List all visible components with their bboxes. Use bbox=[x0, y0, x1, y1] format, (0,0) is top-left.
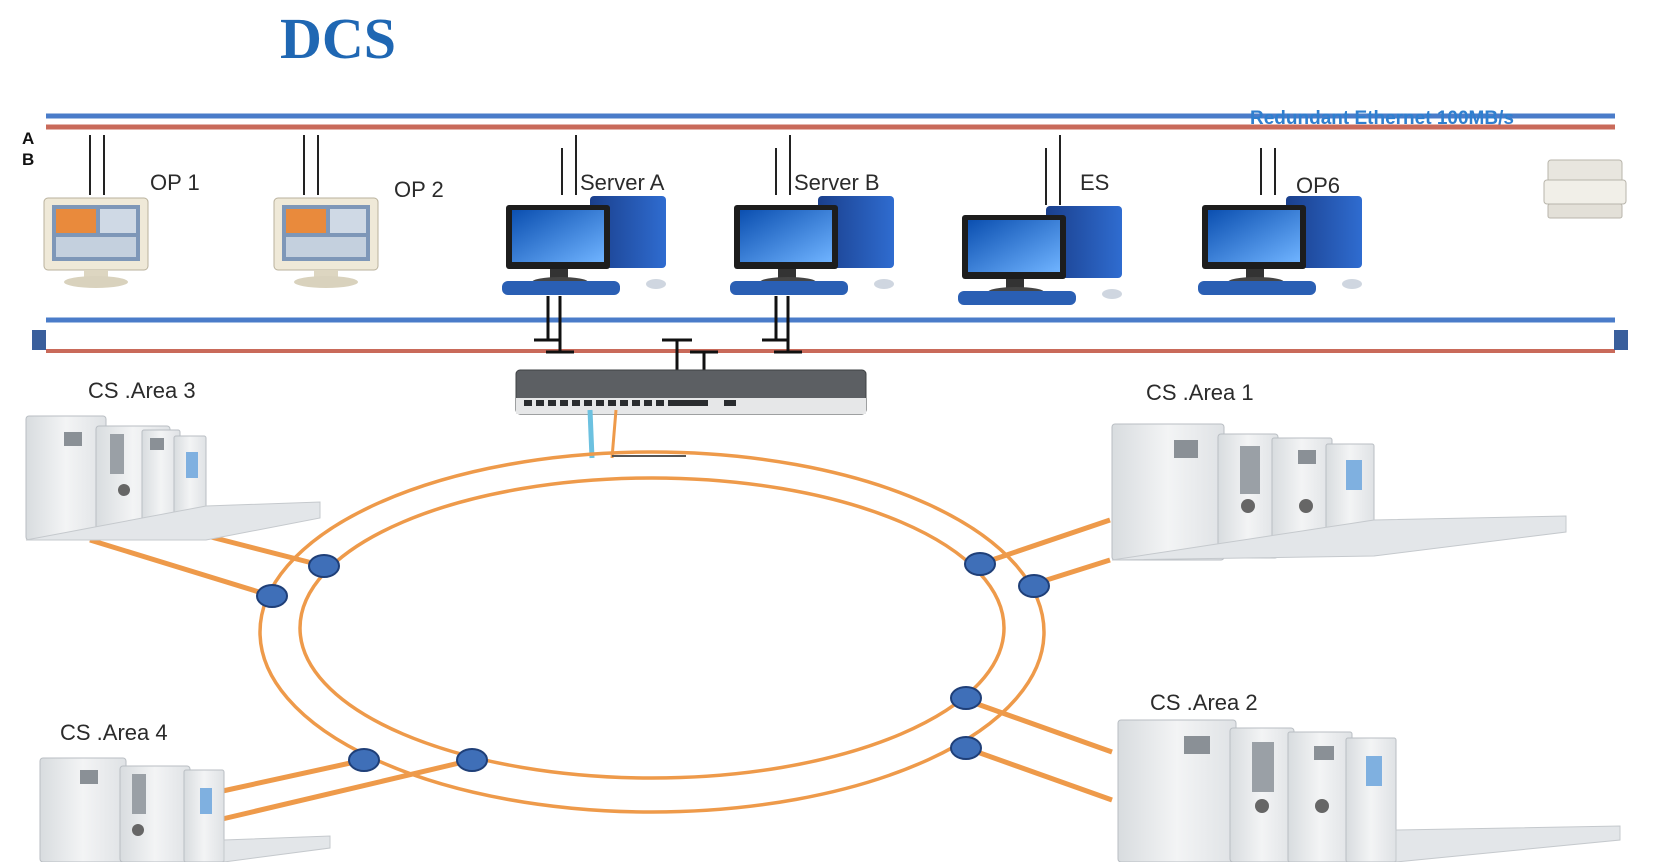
diagram-title: DCS bbox=[280, 6, 396, 71]
area1-label: CS .Area 1 bbox=[1146, 380, 1254, 405]
controller-area2 bbox=[1117, 719, 1621, 862]
bus-label-b: B bbox=[22, 150, 34, 169]
op6-workstation bbox=[1198, 196, 1362, 295]
redundant-ring bbox=[258, 450, 1046, 814]
controller-spur-cables bbox=[89, 517, 1113, 823]
server-b-label: Server B bbox=[794, 170, 880, 195]
server-bus-connectors bbox=[534, 296, 802, 372]
switch-ring-cables bbox=[587, 409, 686, 459]
top-redundant-bus bbox=[46, 113, 1615, 130]
bus-drop-lines bbox=[89, 135, 1276, 205]
network-label: Redundant Ethernet 100MB/s bbox=[1250, 108, 1514, 129]
lower-redundant-bus bbox=[32, 317, 1628, 353]
ring-nodes bbox=[256, 552, 1050, 772]
area2-label: CS .Area 2 bbox=[1150, 690, 1258, 715]
controller-area3 bbox=[25, 415, 321, 541]
op6-label: OP6 bbox=[1296, 173, 1340, 198]
server-a-workstation bbox=[502, 196, 666, 295]
server-b-workstation bbox=[730, 196, 894, 295]
es-workstation bbox=[958, 206, 1122, 305]
server-a-label: Server A bbox=[580, 170, 665, 195]
printer-icon bbox=[1543, 159, 1627, 219]
op2-monitor bbox=[273, 197, 379, 288]
op2-label: OP 2 bbox=[394, 177, 444, 202]
area3-label: CS .Area 3 bbox=[88, 378, 196, 403]
area4-label: CS .Area 4 bbox=[60, 720, 168, 745]
controller-area4 bbox=[39, 757, 331, 862]
op1-label: OP 1 bbox=[150, 170, 200, 195]
network-switch bbox=[515, 369, 867, 415]
controller-area1 bbox=[1111, 423, 1567, 561]
op1-monitor bbox=[43, 197, 149, 288]
es-label: ES bbox=[1080, 170, 1109, 195]
bus-label-a: A bbox=[22, 129, 34, 148]
